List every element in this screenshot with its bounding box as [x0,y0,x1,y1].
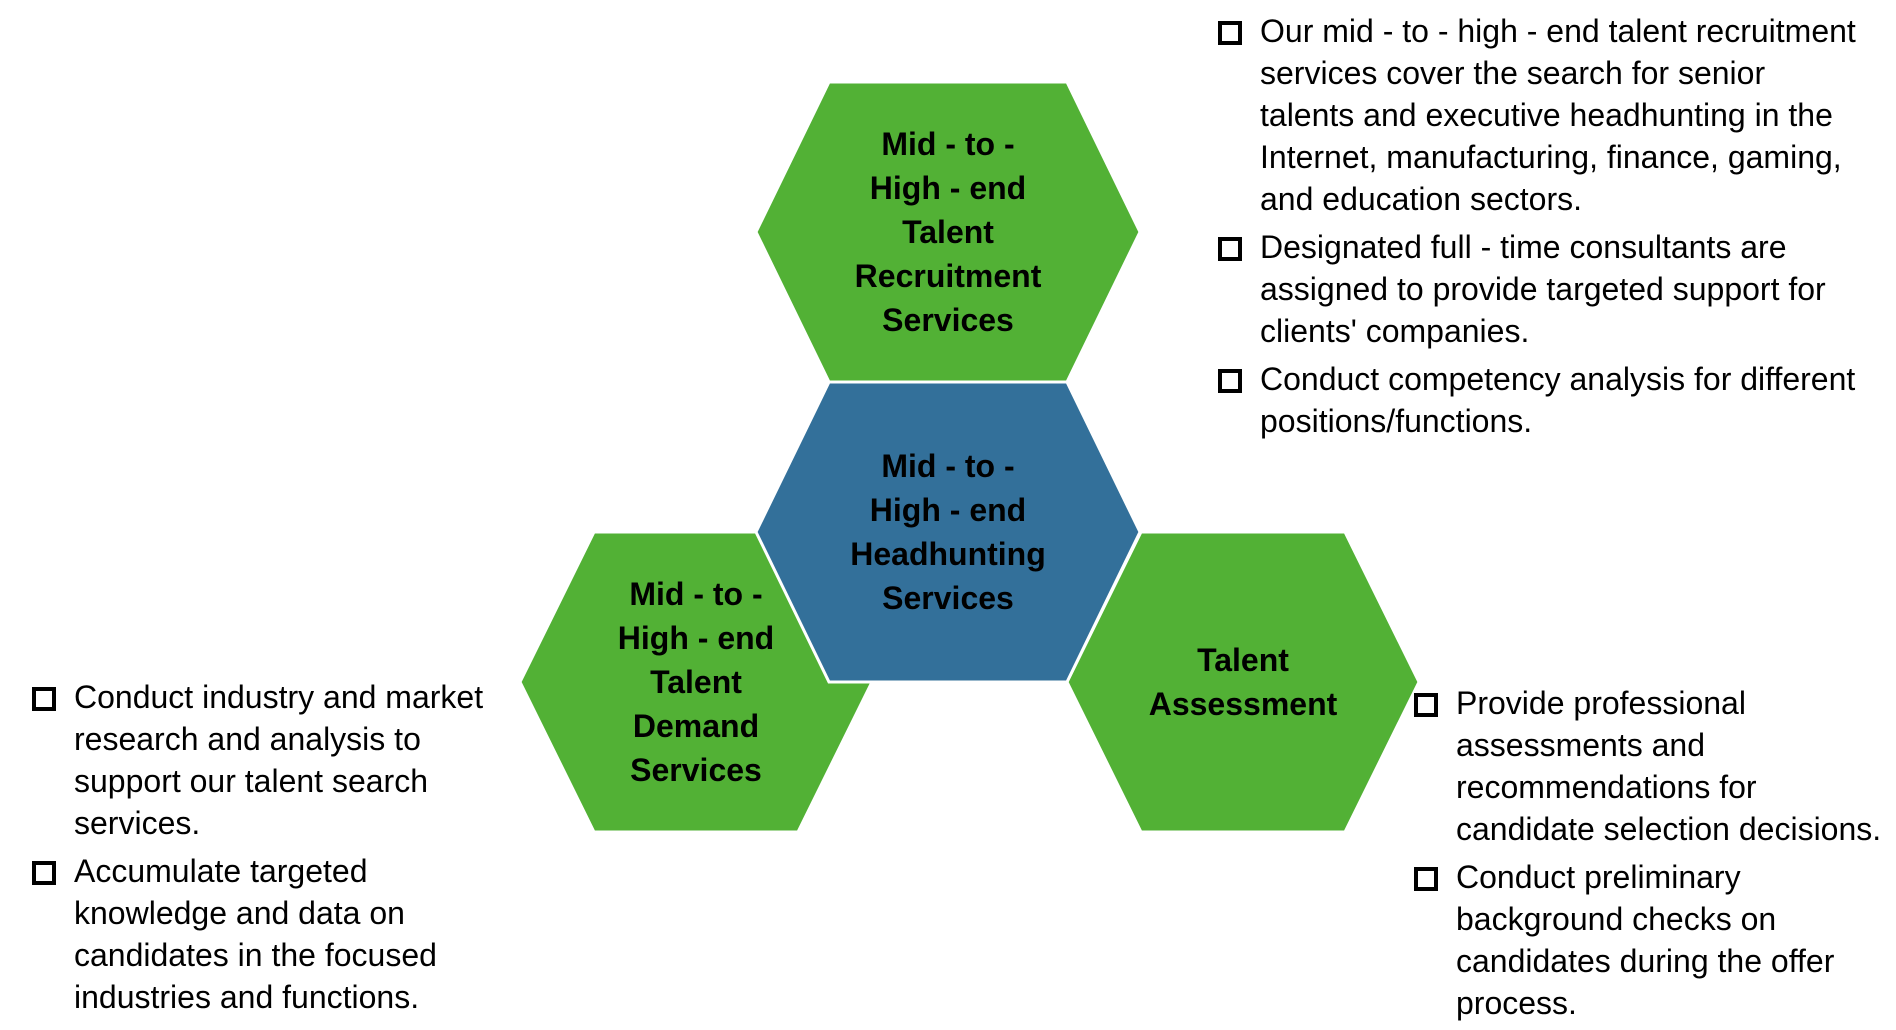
hexagon-center [754,380,1142,684]
hexagon-right [1065,530,1421,834]
bullet-text: Provide professional assessments and rec… [1456,685,1882,847]
bullet-item: Conduct competency analysis for differen… [1216,358,1856,442]
bullet-text: Conduct industry and market research and… [74,679,484,841]
bullet-item: Conduct industry and market research and… [30,676,520,844]
checkbox-bullet-icon [32,687,56,711]
bullet-item: Conduct preliminary background checks on… [1412,856,1896,1024]
bullet-list-top-right: Our mid - to - high - end talent recruit… [1216,10,1856,448]
checkbox-bullet-icon [1414,867,1438,891]
bullet-item: Provide professional assessments and rec… [1412,682,1896,850]
bullet-text: Conduct competency analysis for differen… [1260,361,1856,439]
checkbox-bullet-icon [1218,369,1242,393]
checkbox-bullet-icon [1218,237,1242,261]
checkbox-bullet-icon [1414,693,1438,717]
bullet-item: Designated full - time consultants are a… [1216,226,1856,352]
checkbox-bullet-icon [32,861,56,885]
bullet-text: Conduct preliminary background checks on… [1456,859,1835,1021]
bullet-list-bottom-right: Provide professional assessments and rec… [1412,682,1896,1030]
checkbox-bullet-icon [1218,21,1242,45]
hexagon-top [754,80,1142,384]
bullet-item: Our mid - to - high - end talent recruit… [1216,10,1856,220]
bullet-text: Designated full - time consultants are a… [1260,229,1826,349]
bullet-item: Accumulate targeted knowledge and data o… [30,850,520,1018]
bullet-list-left: Conduct industry and market research and… [30,676,520,1024]
bullet-text: Our mid - to - high - end talent recruit… [1260,13,1856,217]
bullet-text: Accumulate targeted knowledge and data o… [74,853,437,1015]
